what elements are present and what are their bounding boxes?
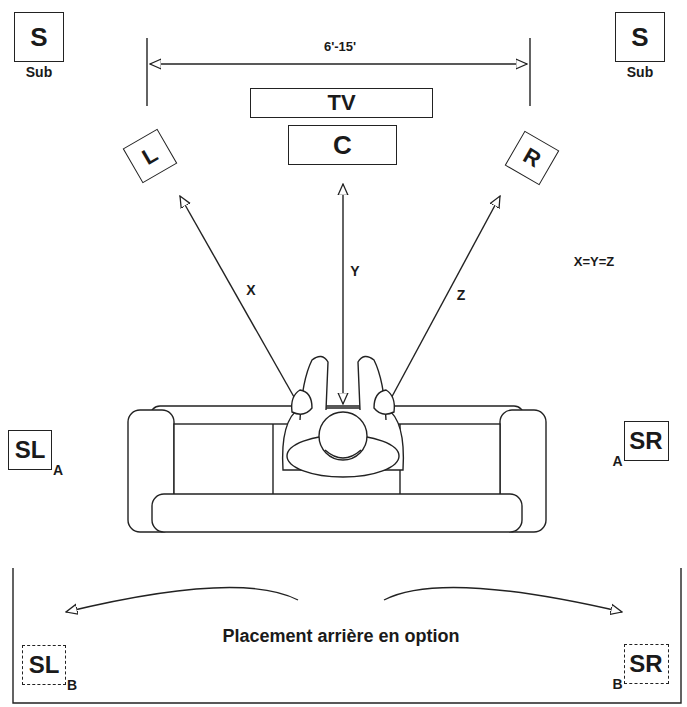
rear-zone-frame xyxy=(13,568,681,703)
distance-arrow xyxy=(180,196,298,404)
curved-arrow xyxy=(66,588,298,613)
distance-arrow xyxy=(388,196,500,404)
equality-note: X=Y=Z xyxy=(574,255,614,269)
speaker-letter: SL xyxy=(15,438,46,462)
speaker-box: C xyxy=(288,125,397,165)
speaker-letter: S xyxy=(631,24,648,50)
speaker-box: SRB xyxy=(624,644,669,684)
speaker-box: SSub xyxy=(14,12,64,62)
distance-label: Y xyxy=(350,264,359,279)
speaker-sublabel: B xyxy=(612,677,622,691)
speaker-letter: C xyxy=(333,132,352,158)
speaker-sublabel: Sub xyxy=(627,65,653,79)
speaker-letter: L xyxy=(139,143,162,169)
dimension-tick xyxy=(529,38,530,106)
rear-placement-note: Placement arrière en option xyxy=(222,627,459,647)
speaker-letter: TV xyxy=(327,92,355,114)
dimension-label: 6'-15' xyxy=(321,40,359,54)
curved-arrow xyxy=(384,588,622,613)
speaker-box: TV xyxy=(250,88,433,118)
speaker-box: SRA xyxy=(624,421,669,461)
speaker-letter: S xyxy=(30,24,47,50)
dimension-tick xyxy=(146,38,147,106)
speaker-box: SLB xyxy=(22,645,66,685)
speaker-sublabel: B xyxy=(67,678,77,692)
speaker-sublabel: A xyxy=(612,454,622,468)
distance-arrow xyxy=(342,184,343,404)
speaker-sublabel: A xyxy=(53,463,63,477)
speaker-sublabel: Sub xyxy=(26,65,52,79)
speaker-box: L xyxy=(123,129,178,184)
speaker-box: R xyxy=(505,131,560,186)
distance-label: Z xyxy=(457,288,466,303)
dimension-line xyxy=(150,63,527,64)
speaker-box: SLA xyxy=(8,430,52,470)
listener-figure xyxy=(283,356,404,477)
speaker-letter: SR xyxy=(629,429,662,453)
speaker-letter: SR xyxy=(629,652,662,676)
speaker-letter: R xyxy=(520,144,545,171)
sofa xyxy=(128,406,546,532)
distance-label: X xyxy=(246,283,255,298)
speaker-letter: SL xyxy=(29,653,60,677)
speaker-box: SSub xyxy=(615,12,665,62)
